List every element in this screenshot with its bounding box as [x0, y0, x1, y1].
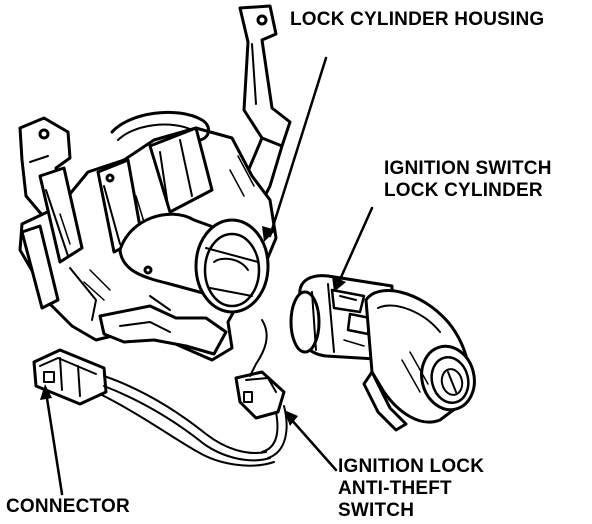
label-ignition-lock-anti-theft-switch: IGNITION LOCK ANTI-THEFT SWITCH: [338, 456, 484, 522]
label-line: IGNITION LOCK: [338, 456, 485, 477]
anti-theft-switch: [234, 319, 288, 459]
ignition-switch-lock-cylinder: [289, 274, 476, 432]
connector-and-harness: [32, 348, 275, 467]
label-line: LOCK CYLINDER: [384, 180, 543, 201]
leader-lines: [40, 56, 374, 496]
label-line: IGNITION SWITCH: [384, 158, 552, 179]
lock-cylinder-housing-assembly: [18, 4, 292, 362]
label-line: CONNECTOR: [6, 496, 130, 517]
label-line: LOCK CYLINDER HOUSING: [290, 9, 545, 30]
label-ignition-switch-lock-cylinder: IGNITION SWITCH LOCK CYLINDER: [384, 158, 552, 202]
label-line: SWITCH: [338, 500, 415, 521]
label-line: ANTI-THEFT: [338, 478, 452, 499]
label-lock-cylinder-housing: LOCK CYLINDER HOUSING: [290, 9, 544, 31]
label-connector: CONNECTOR: [6, 496, 130, 518]
